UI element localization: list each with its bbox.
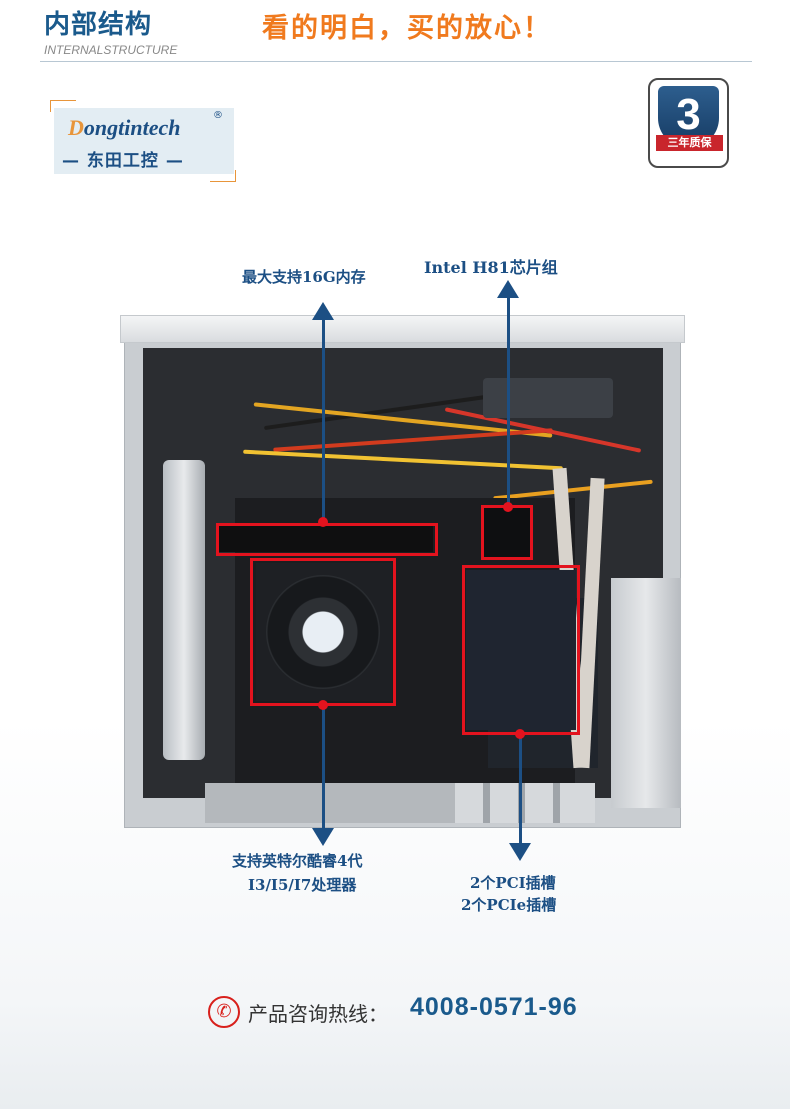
logo-background [54,108,234,174]
pci-arrow-line [519,733,522,843]
ram-slot [218,526,433,552]
cpu-annotation-line1: 支持英特尔酷睿4代 [232,852,363,870]
cpu-highlight-box [250,558,396,706]
ram-arrow-line [322,318,325,518]
logo-corner-top-left [50,100,76,112]
logo-corner-bottom-right [210,170,236,182]
cable [243,449,563,471]
chassis-body [124,337,681,828]
chassis-photo [120,315,685,828]
pci-annotation-line1: 2个PCI插槽 [470,874,556,892]
cpu-cooler [256,563,392,701]
cable [273,428,553,452]
warranty-badge: 3 三年质保 [648,78,729,168]
phone-icon: ✆ [208,996,240,1028]
cpu-arrow-line [322,705,325,833]
power-supply [611,578,681,808]
drive-bracket [163,460,205,760]
arrow-up-icon [312,302,334,320]
chipset-highlight-box [481,505,533,560]
arrow-up-icon [497,280,519,298]
hotline-label: 产品咨询热线： [248,1002,388,1026]
pci-highlight-box [462,565,580,735]
ram-marker-dot [318,517,328,527]
chassis-interior [143,348,681,808]
warranty-years: 3 [676,90,701,139]
hotline-number[interactable]: 4008-0571-96 [410,993,578,1021]
ram-highlight-box [216,523,438,556]
arrow-down-icon [312,828,334,846]
cpu-fan-icon [266,575,380,689]
brand-logo-initial: D [68,115,84,140]
pci-marker-dot [515,729,525,739]
registered-mark: ® [213,110,223,121]
chipset-marker-dot [503,502,513,512]
pci-slots [466,570,576,730]
cpu-annotation-line2: I3/I5/I7处理器 [248,876,357,894]
warranty-label: 三年质保 [656,135,723,151]
header-divider [40,61,752,62]
chipset-arrow-line [507,296,510,506]
brand-logo-rest: ongtintech [83,115,181,140]
section-title: 内部结构 [44,10,153,40]
top-fan [483,378,613,418]
brand-logo-text: Dongtintech [68,115,180,141]
cpu-marker-dot [318,700,328,710]
pci-annotation-line2: 2个PCIe插槽 [461,896,557,914]
chassis-top-cover [120,315,685,343]
io-panel [205,783,455,823]
arrow-down-icon [509,843,531,861]
brand-chinese-name: — 东田工控 — [62,151,184,171]
chipset-annotation: Intel H81芯片组 [424,258,558,277]
section-subtitle: INTERNALSTRUCTURE [44,43,178,57]
pci-bracket-plate [455,783,595,823]
ram-annotation: 最大支持16G内存 [242,268,366,286]
chipset-heatsink [484,508,530,557]
slogan: 看的明白，买的放心！ [262,13,552,44]
